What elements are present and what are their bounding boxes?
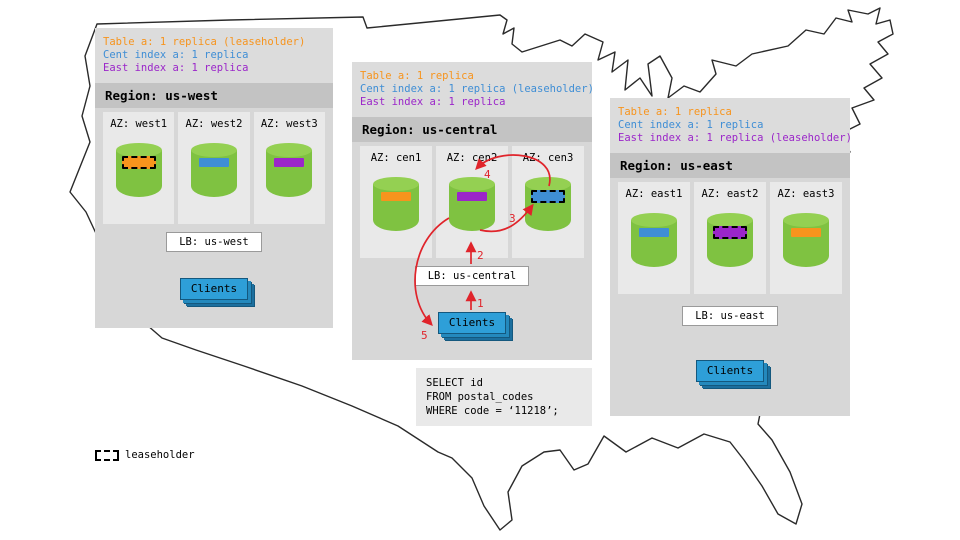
replica-notes: Table a: 1 replica (leaseholder) Cent in…: [95, 28, 333, 83]
replica-notes: Table a: 1 replica Cent index a: 1 repli…: [610, 98, 852, 153]
az-cell-east1: AZ: east1: [618, 182, 690, 294]
region-panel-us-east: Table a: 1 replica Cent index a: 1 repli…: [610, 98, 852, 416]
note-table-a: Table a: 1 replica (leaseholder): [103, 36, 306, 48]
db-cylinder-top: [707, 213, 753, 227]
db-cylinder: [373, 177, 419, 235]
db-cylinder-top: [631, 213, 677, 227]
sql-line: FROM postal_codes: [426, 391, 534, 403]
db-cylinder-top: [115, 143, 162, 157]
az-label: AZ: east1: [625, 188, 683, 200]
clients-box: Clients: [180, 278, 248, 300]
sql-line: SELECT id: [426, 377, 483, 389]
note-east-index: East index a: 1 replica (leaseholder): [618, 132, 852, 144]
region-title: Region: us-central: [352, 117, 592, 142]
db-cylinder: [783, 213, 829, 271]
db-cylinder-top: [373, 177, 419, 191]
db-cylinder: [449, 177, 495, 235]
db-cylinder-body: [631, 220, 677, 267]
replica-chip: [791, 228, 821, 237]
az-label: AZ: cen1: [370, 152, 422, 164]
sql-query-box: SELECT id FROM postal_codes WHERE code =…: [416, 368, 592, 426]
note-east-index: East index a: 1 replica: [103, 62, 249, 74]
az-label: AZ: west1: [110, 118, 168, 130]
leaseholder-sample-chip: [95, 449, 119, 461]
region-panel-us-west: Table a: 1 replica (leaseholder) Cent in…: [95, 28, 333, 328]
db-cylinder: [631, 213, 677, 271]
az-cell-east2: AZ: east2: [694, 182, 766, 294]
az-cell-west2: AZ: west2: [178, 112, 250, 224]
db-cylinder-top: [525, 177, 571, 191]
db-cylinder: [707, 213, 753, 271]
az-label: AZ: cen2: [446, 152, 498, 164]
region-panel-us-central: Table a: 1 replica Cent index a: 1 repli…: [352, 62, 594, 360]
region-title: Region: us-west: [95, 83, 333, 108]
clients-box: Clients: [438, 312, 506, 334]
db-cylinder-body: [373, 184, 419, 231]
db-cylinder: [190, 143, 237, 201]
az-label: AZ: east3: [777, 188, 835, 200]
replica-chip-leaseholder: [531, 190, 565, 203]
db-cylinder: [525, 177, 571, 235]
clients-box: Clients: [696, 360, 764, 382]
replica-chip-leaseholder: [121, 156, 156, 169]
note-table-a: Table a: 1 replica: [360, 70, 474, 82]
db-cylinder-top: [266, 143, 313, 157]
sql-line: WHERE code = ‘11218’;: [426, 405, 559, 417]
db-cylinder: [266, 143, 313, 201]
replica-chip-leaseholder: [713, 226, 747, 239]
az-row: AZ: west1 AZ: west2 AZ: west3: [95, 112, 333, 224]
db-cylinder-top: [190, 143, 237, 157]
az-label: AZ: west3: [260, 118, 318, 130]
db-cylinder-top: [783, 213, 829, 227]
az-label: AZ: cen3: [522, 152, 574, 164]
replica-chip: [381, 192, 411, 201]
note-table-a: Table a: 1 replica: [618, 106, 732, 118]
replica-chip: [639, 228, 669, 237]
load-balancer-box: LB: us-central: [414, 266, 530, 286]
az-cell-cen2: AZ: cen2: [436, 146, 508, 258]
legend-label: leaseholder: [125, 449, 195, 461]
replica-chip: [457, 192, 487, 201]
note-cent-index: Cent index a: 1 replica: [103, 49, 249, 61]
db-cylinder-body: [266, 150, 313, 197]
load-balancer-box: LB: us-east: [682, 306, 778, 326]
az-label: AZ: west2: [185, 118, 243, 130]
replica-chip: [198, 158, 229, 167]
az-cell-west3: AZ: west3: [253, 112, 325, 224]
db-cylinder: [115, 143, 162, 201]
replica-chip: [274, 158, 305, 167]
az-cell-cen3: AZ: cen3: [512, 146, 584, 258]
load-balancer-box: LB: us-west: [166, 232, 262, 252]
db-cylinder-body: [190, 150, 237, 197]
legend: leaseholder: [95, 449, 195, 461]
az-cell-cen1: AZ: cen1: [360, 146, 432, 258]
az-row: AZ: cen1 AZ: cen2 AZ: cen3: [352, 146, 592, 258]
region-title: Region: us-east: [610, 153, 850, 178]
az-row: AZ: east1 AZ: east2 AZ: east3: [610, 182, 850, 294]
note-cent-index: Cent index a: 1 replica: [618, 119, 764, 131]
az-cell-west1: AZ: west1: [103, 112, 175, 224]
replica-notes: Table a: 1 replica Cent index a: 1 repli…: [352, 62, 594, 117]
note-east-index: East index a: 1 replica: [360, 96, 506, 108]
az-cell-east3: AZ: east3: [770, 182, 842, 294]
db-cylinder-body: [783, 220, 829, 267]
note-cent-index: Cent index a: 1 replica (leaseholder): [360, 83, 594, 95]
az-label: AZ: east2: [701, 188, 759, 200]
db-cylinder-top: [449, 177, 495, 191]
